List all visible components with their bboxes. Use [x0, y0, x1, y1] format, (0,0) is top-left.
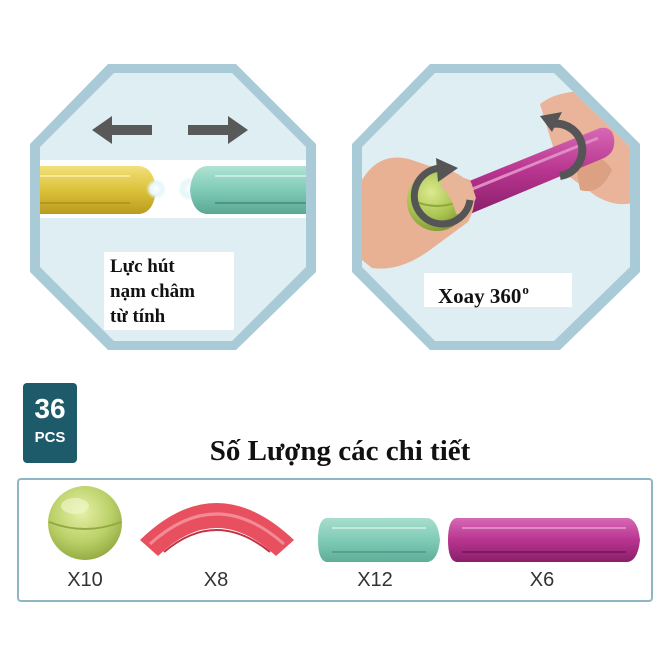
magnet-panel	[30, 64, 316, 350]
magnet-label-line-3: từ tính	[110, 306, 166, 327]
pcs-unit: PCS	[34, 429, 66, 446]
magnet-label: Lực hút nạm châm từ tính	[104, 252, 234, 330]
long-rod-part-image	[448, 518, 640, 562]
short-rod-part-image	[318, 518, 440, 562]
rotate-arrow-icon	[540, 112, 587, 180]
right-arrow-icon	[188, 116, 248, 144]
short-rod-quantity: X12	[357, 569, 393, 591]
magnet-label-line-1: Lực hút	[110, 256, 175, 277]
long-rod-quantity: X6	[529, 569, 555, 591]
rotate-label-degree: o	[522, 282, 529, 297]
pcs-count: 36	[34, 393, 66, 424]
parts-illustrations	[48, 486, 640, 562]
rotate-arrow-ball-icon	[410, 158, 474, 228]
curved-rod-quantity: X8	[203, 569, 229, 591]
parts-box	[17, 478, 653, 602]
ball-quantity: X10	[67, 569, 103, 591]
ball-part-image	[48, 486, 122, 560]
rotate-label-text: Xoay 360	[438, 284, 522, 308]
magnet-label-line-2: nạm châm	[110, 281, 195, 302]
parts-heading: Số Lượng các chi tiết	[209, 435, 471, 467]
pcs-badge: 36 PCS	[23, 383, 77, 463]
left-arrow-icon	[92, 116, 152, 144]
curved-rod-part-image	[140, 503, 294, 556]
rotate-label: Xoay 360o	[424, 273, 572, 308]
